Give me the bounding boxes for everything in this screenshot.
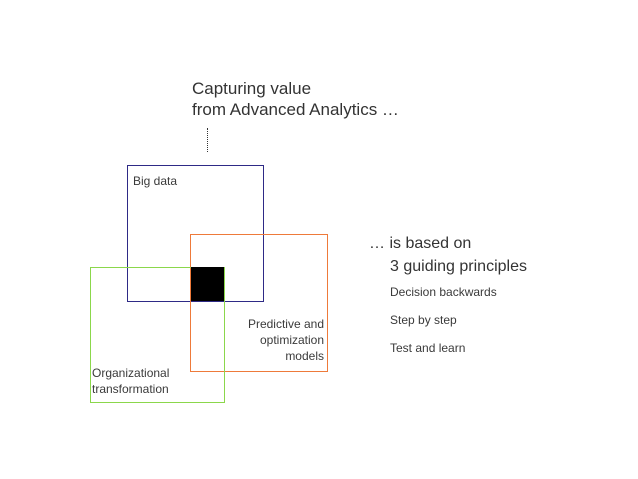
org-label-line-1: Organizational bbox=[92, 366, 170, 380]
org-label-line-2: transformation bbox=[92, 382, 169, 396]
big-data-label: Big data bbox=[133, 173, 177, 189]
predictive-label-line-1: Predictive and bbox=[247, 317, 324, 331]
connector-dashed-line bbox=[207, 128, 208, 152]
big-data-box bbox=[127, 165, 264, 302]
intersection-square bbox=[191, 267, 224, 301]
big-data-label-line: Big data bbox=[133, 174, 178, 188]
predictive-label-line-3: models bbox=[285, 349, 324, 363]
predictive-models-box bbox=[190, 234, 328, 372]
slide-title-line-1: Capturing value bbox=[192, 79, 312, 98]
principles-heading-line-2: 3 guiding principles bbox=[390, 258, 527, 275]
principles-heading-line-1: … is based on bbox=[369, 235, 472, 252]
organizational-transformation-label: Organizational transformation bbox=[92, 365, 169, 397]
predictive-label-line-2: optimization bbox=[259, 333, 324, 347]
principle-item: Step by step bbox=[390, 313, 457, 327]
principles-heading: … is based on 3 guiding principles bbox=[369, 232, 527, 278]
principle-item: Decision backwards bbox=[390, 285, 497, 299]
slide-title: Capturing value from Advanced Analytics … bbox=[192, 78, 399, 120]
slide-title-line-2: from Advanced Analytics … bbox=[192, 100, 399, 119]
principle-item: Test and learn bbox=[390, 341, 466, 355]
organizational-transformation-box bbox=[90, 267, 225, 403]
predictive-models-label: Predictive and optimization models bbox=[222, 316, 324, 364]
